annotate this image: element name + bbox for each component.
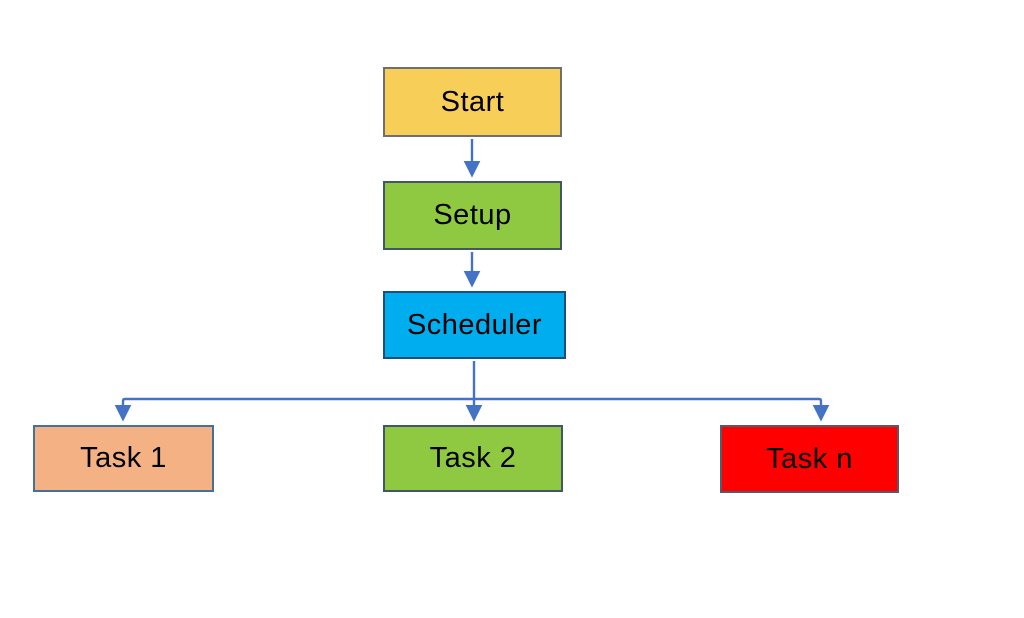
node-scheduler: Scheduler — [383, 291, 566, 359]
node-taskn: Task n — [720, 425, 899, 493]
node-start-label: Start — [440, 85, 505, 118]
node-setup: Setup — [383, 181, 562, 250]
node-setup-label: Setup — [433, 199, 512, 231]
edge-scheduler-task1 — [114, 397, 474, 422]
node-task2: Task 2 — [383, 425, 563, 492]
node-taskn-label: Task n — [766, 442, 853, 475]
node-task2-label: Task 2 — [429, 442, 517, 474]
node-task1-label: Task 1 — [80, 442, 167, 474]
node-start: Start — [383, 67, 562, 137]
node-task1: Task 1 — [33, 425, 214, 492]
node-scheduler-label: Scheduler — [406, 308, 543, 341]
edge-scheduler-taskn — [474, 397, 830, 422]
